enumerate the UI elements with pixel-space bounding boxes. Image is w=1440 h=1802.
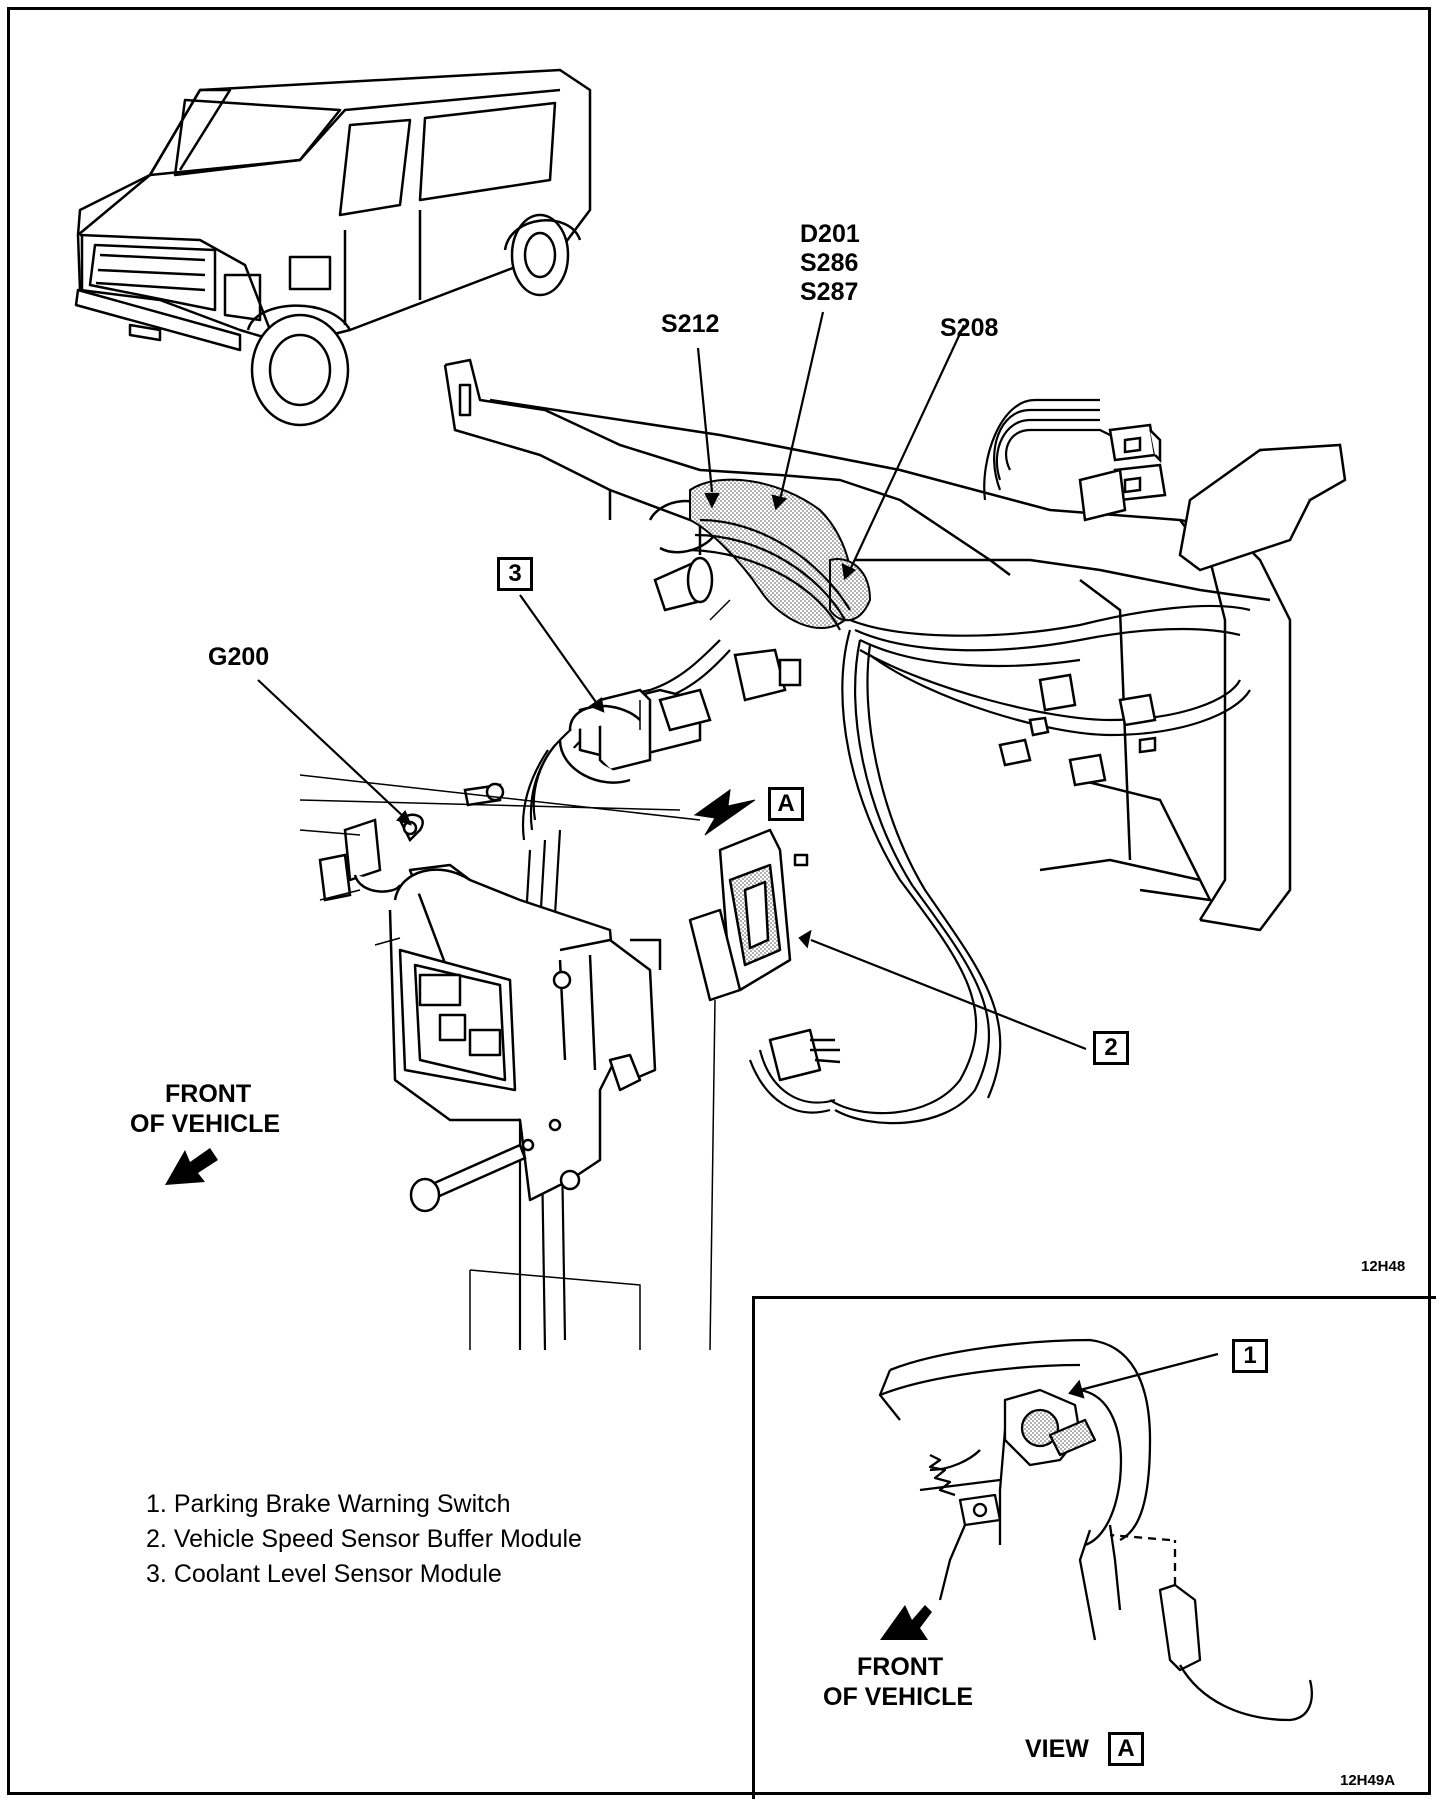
front-arrow-main	[165, 1148, 218, 1185]
callout-a-view: A	[1108, 1732, 1144, 1766]
label-s287: S287	[800, 278, 859, 306]
view-label: VIEW	[1025, 1735, 1089, 1763]
view-a-drawing	[878, 1338, 1313, 1722]
wire-harness	[518, 398, 1251, 1351]
front-of-vehicle-label-line1: FRONT	[165, 1080, 252, 1108]
relay-connectors	[998, 423, 1347, 787]
label-d201: D201	[800, 220, 860, 248]
coolant-level-sensor-module-drawing	[558, 648, 802, 784]
callout-a-main: A	[768, 787, 804, 821]
figure-code-main: 12H48	[1361, 1258, 1406, 1275]
g200-ground-hardware	[318, 782, 581, 1213]
vss-buffer-module-drawing	[688, 828, 841, 1082]
mounting-bracket	[388, 863, 662, 1202]
label-arrows	[257, 311, 1219, 1399]
view-front-label-line2: OF VEHICLE	[823, 1683, 974, 1711]
label-g200: G200	[208, 643, 270, 671]
callout-3: 3	[497, 557, 533, 591]
label-s212: S212	[661, 310, 720, 338]
callout-1: 1	[1232, 1339, 1268, 1373]
front-of-vehicle-label-line2: OF VEHICLE	[130, 1110, 281, 1138]
legend: 1. Parking Brake Warning Switch 2. Vehic…	[146, 1487, 582, 1592]
view-front-label-line1: FRONT	[857, 1653, 944, 1681]
callout-2: 2	[1093, 1031, 1129, 1065]
legend-item-2: 2. Vehicle Speed Sensor Buffer Module	[146, 1525, 582, 1553]
label-s286: S286	[800, 249, 859, 277]
legend-item-1: 1. Parking Brake Warning Switch	[146, 1490, 511, 1518]
dash-structure	[443, 358, 1292, 932]
van-illustration	[74, 68, 592, 427]
diagram-frame	[7, 7, 1431, 1795]
view-a-inset	[752, 1296, 1436, 1799]
legend-item-3: 3. Coolant Level Sensor Module	[146, 1560, 502, 1588]
bulb-socket	[653, 556, 714, 612]
figure-code-inset: 12H49A	[1340, 1772, 1396, 1789]
label-s208: S208	[940, 314, 999, 342]
front-arrow-inset	[880, 1605, 932, 1640]
